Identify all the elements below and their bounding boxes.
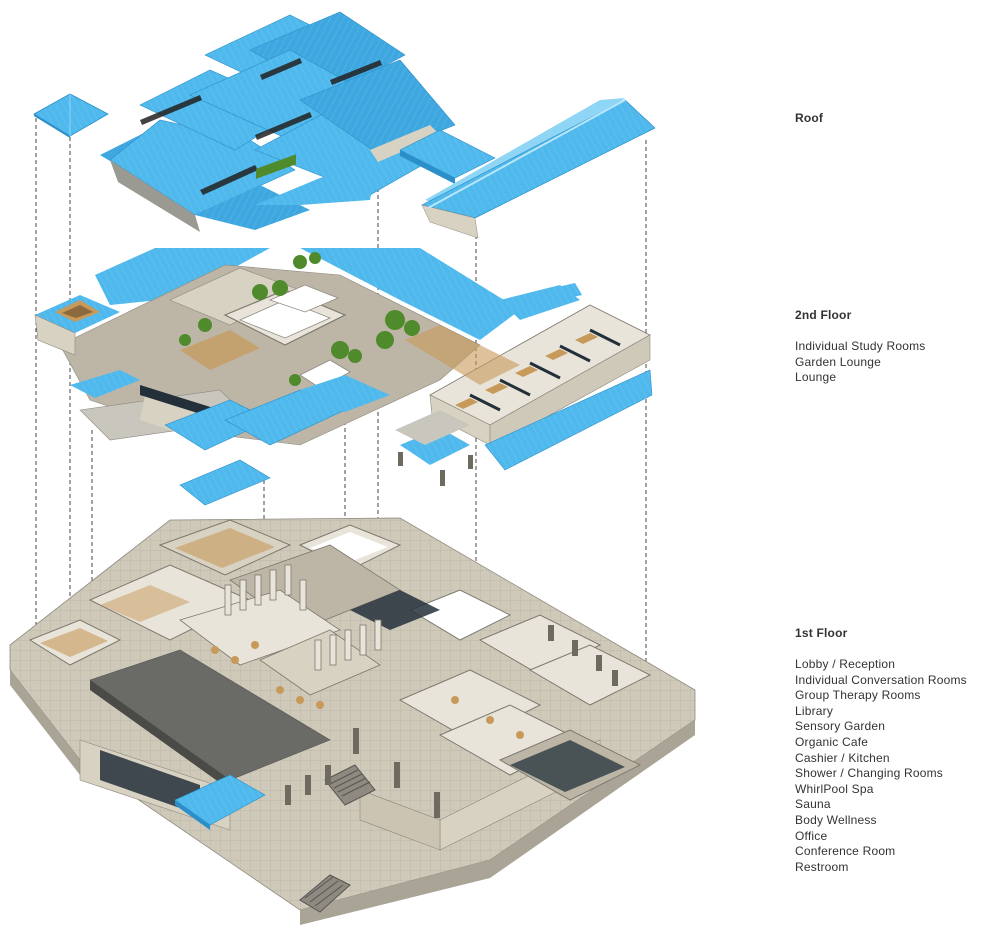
study-wing (395, 283, 653, 486)
second-floor-rooms (169, 267, 351, 389)
first-floor-space-list: Lobby / Reception Individual Conversatio… (795, 657, 967, 875)
space-item: Garden Lounge (795, 354, 882, 369)
planters (179, 154, 420, 386)
space-item: Sensory Garden (795, 719, 886, 734)
roof-level (33, 11, 656, 239)
space-item: Restroom (795, 859, 849, 874)
upper-roof-left (95, 248, 270, 305)
columns (285, 625, 618, 818)
space-item: Group Therapy Rooms (795, 688, 921, 703)
space-item: Body Wellness (795, 812, 877, 827)
roof-label: Roof (795, 111, 824, 125)
furniture (211, 641, 524, 739)
second-floor-space-list: Individual Study Rooms Garden Lounge Lou… (795, 339, 925, 386)
second-floor-level (34, 154, 653, 506)
first-floor-rooms (28, 519, 652, 801)
long-gable-roof (421, 98, 656, 239)
space-item: Sauna (795, 797, 831, 812)
entry-stairs (299, 764, 376, 913)
space-item: Conference Room (795, 844, 896, 859)
space-item: Organic Cafe (795, 734, 869, 749)
space-item: Library (795, 703, 834, 718)
first-floor-label: 1st Floor (795, 626, 848, 640)
left-tower (34, 295, 120, 356)
upper-roof-right (300, 248, 520, 340)
main-roof-cluster (100, 11, 456, 232)
library-shelves (224, 564, 382, 671)
space-item: Individual Conversation Rooms (795, 672, 967, 687)
second-floor-label: 2nd Floor (795, 308, 852, 322)
space-item: Individual Study Rooms (795, 339, 926, 353)
canopy-low (179, 459, 271, 506)
space-item: Office (795, 828, 828, 843)
space-item: Lobby / Reception (795, 657, 896, 671)
space-item: WhirlPool Spa (795, 781, 874, 796)
space-item: Lounge (795, 370, 837, 385)
connector-roof (399, 129, 496, 184)
space-item: Shower / Changing Rooms (795, 766, 944, 781)
first-floor-level (9, 517, 696, 925)
space-item: Cashier / Kitchen (795, 750, 890, 765)
small-pyramid-roof (33, 93, 109, 138)
